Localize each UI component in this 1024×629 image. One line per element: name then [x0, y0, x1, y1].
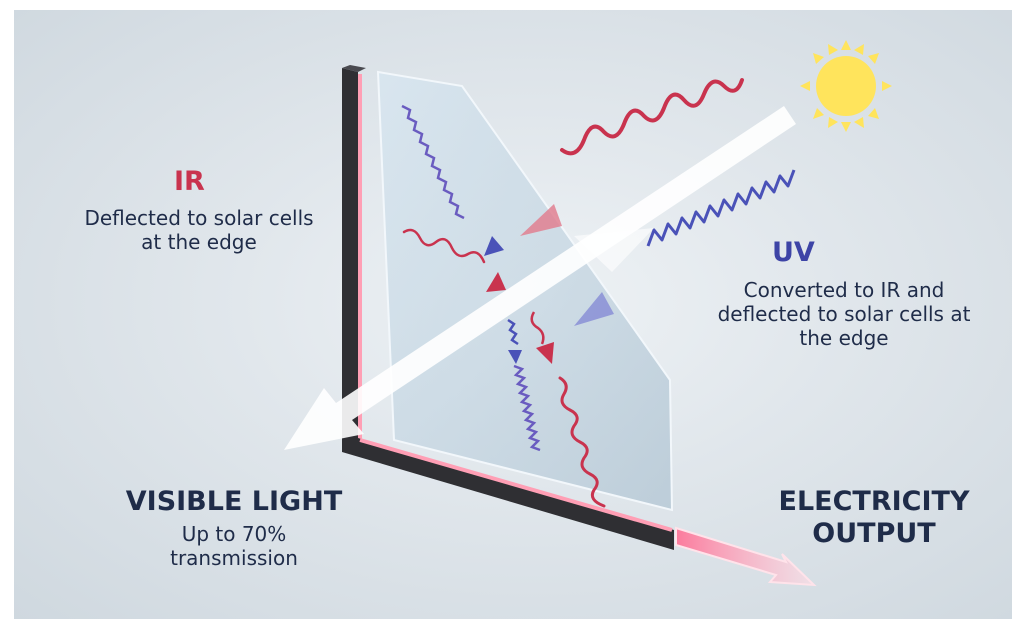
electricity-arrow — [675, 526, 817, 587]
ir-short-wave — [530, 311, 545, 345]
diagram-scene — [284, 40, 892, 587]
uv-incoming-arrowhead — [574, 292, 614, 326]
electricity-output-title: ELECTRICITY OUTPUT — [778, 486, 970, 550]
uv-short-wave — [507, 318, 519, 346]
frame-vertical — [342, 68, 358, 440]
uv-incoming-wave — [646, 169, 796, 247]
ir-inner-wave-lower — [558, 376, 606, 508]
edge-glow-bottom — [359, 438, 673, 532]
uv-inner-wave-upper — [401, 104, 465, 220]
ir-incoming-wave — [560, 78, 744, 156]
visible-light-description: Up to 70% transmission — [170, 522, 298, 570]
ir-description: Deflected to solar cells at the edge — [84, 206, 314, 254]
uv-inner-wave-lower — [513, 364, 541, 452]
sun-icon — [800, 40, 892, 132]
visible-light-title: VISIBLE LIGHT — [125, 486, 343, 517]
uv-short-arrowhead — [508, 350, 522, 364]
ir-short-arrowhead — [536, 342, 554, 364]
frame-bottom — [342, 434, 674, 550]
ir-inner-wave-left — [402, 228, 486, 264]
frame-vertical-top — [342, 65, 366, 72]
ir-inner-arrowhead-up — [486, 272, 506, 292]
diagram-canvas: IR Deflected to solar cells at the edge … — [14, 10, 1012, 619]
uv-inner-arrowhead-upper — [484, 236, 504, 256]
ir-incoming-arrowhead — [520, 204, 562, 236]
uv-title: UV — [772, 237, 815, 268]
ir-title: IR — [174, 166, 205, 197]
uv-description: Converted to IR and deflected to solar c… — [717, 278, 971, 350]
visible-light-arrow-tip-upper — [574, 228, 654, 272]
visible-light-arrow — [284, 106, 796, 450]
